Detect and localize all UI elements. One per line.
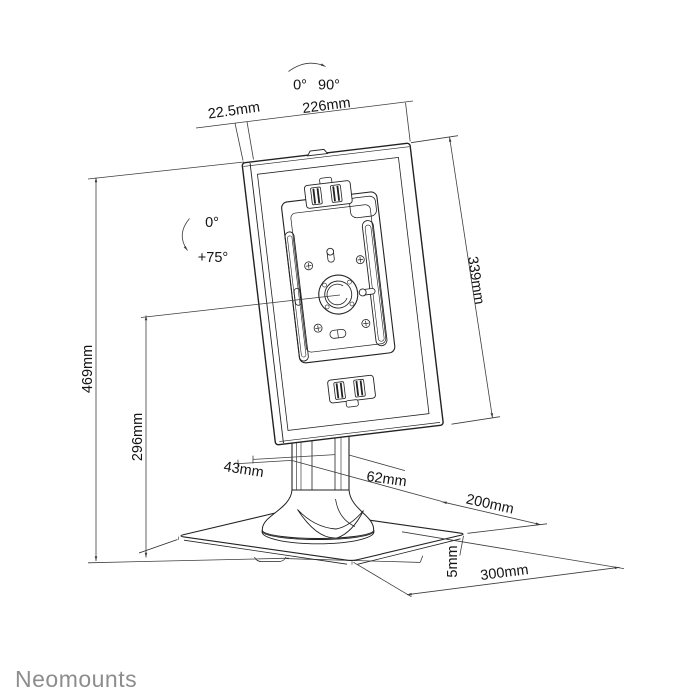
stand-foot [261, 489, 375, 545]
rotation-hub [318, 274, 359, 315]
dim-top-offset-label: 22.5mm [207, 99, 261, 122]
dim-line-pole-inner [237, 460, 293, 464]
dim-holder-height-label: 339mm [464, 255, 487, 305]
rotation-arrow-arc [288, 62, 326, 72]
desk-surface-line [285, 558, 421, 563]
dim-pivot-height-label: 296mm [130, 413, 146, 461]
dim-line-pole-outer [291, 460, 443, 502]
tilt-start-label: 0° [205, 215, 219, 231]
dim-base-depth-label: 200mm [465, 492, 516, 518]
dim-pole-inner-label: 43mm [222, 459, 264, 481]
tilt-end-label: +75° [198, 250, 228, 266]
dim-base-thickness-label: 5mm [445, 545, 461, 577]
dim-line-top-width [195, 100, 414, 129]
desk-edge-line [138, 539, 178, 554]
dim-line-base-depth [441, 501, 541, 525]
top-clip [304, 176, 353, 209]
dim-line-base-thickness [459, 535, 464, 556]
right-rail-slot [361, 220, 388, 347]
dim-top-width-label: 226mm [301, 95, 351, 117]
screw-heads [304, 255, 371, 333]
rotation-start-label: 0° [293, 78, 307, 94]
foot-bottom-lip [261, 531, 375, 545]
dim-line-holder-height [448, 136, 494, 419]
dim-total-height-label: 469mm [80, 345, 96, 393]
cable-cover [297, 509, 364, 539]
dim-pole-outer-label: 62mm [365, 469, 407, 490]
brand-logo: Neomounts [15, 666, 137, 692]
dimension-labels: 22.5mm 226mm 0° 90° 469mm 296mm 0° +75° … [80, 78, 529, 585]
latch-pins [293, 247, 376, 339]
bottom-clip [327, 374, 376, 408]
dim-line-base-width [406, 566, 620, 596]
dimension-lines [87, 62, 625, 598]
tilt-arrow-arc [181, 218, 190, 251]
base-notch [254, 556, 287, 562]
dim-base-width-label: 300mm [479, 562, 529, 584]
top-lock-tab [306, 148, 329, 157]
rotation-end-label: 90° [318, 78, 340, 94]
camera-cutout [349, 195, 377, 219]
tablet-holder [241, 142, 444, 446]
